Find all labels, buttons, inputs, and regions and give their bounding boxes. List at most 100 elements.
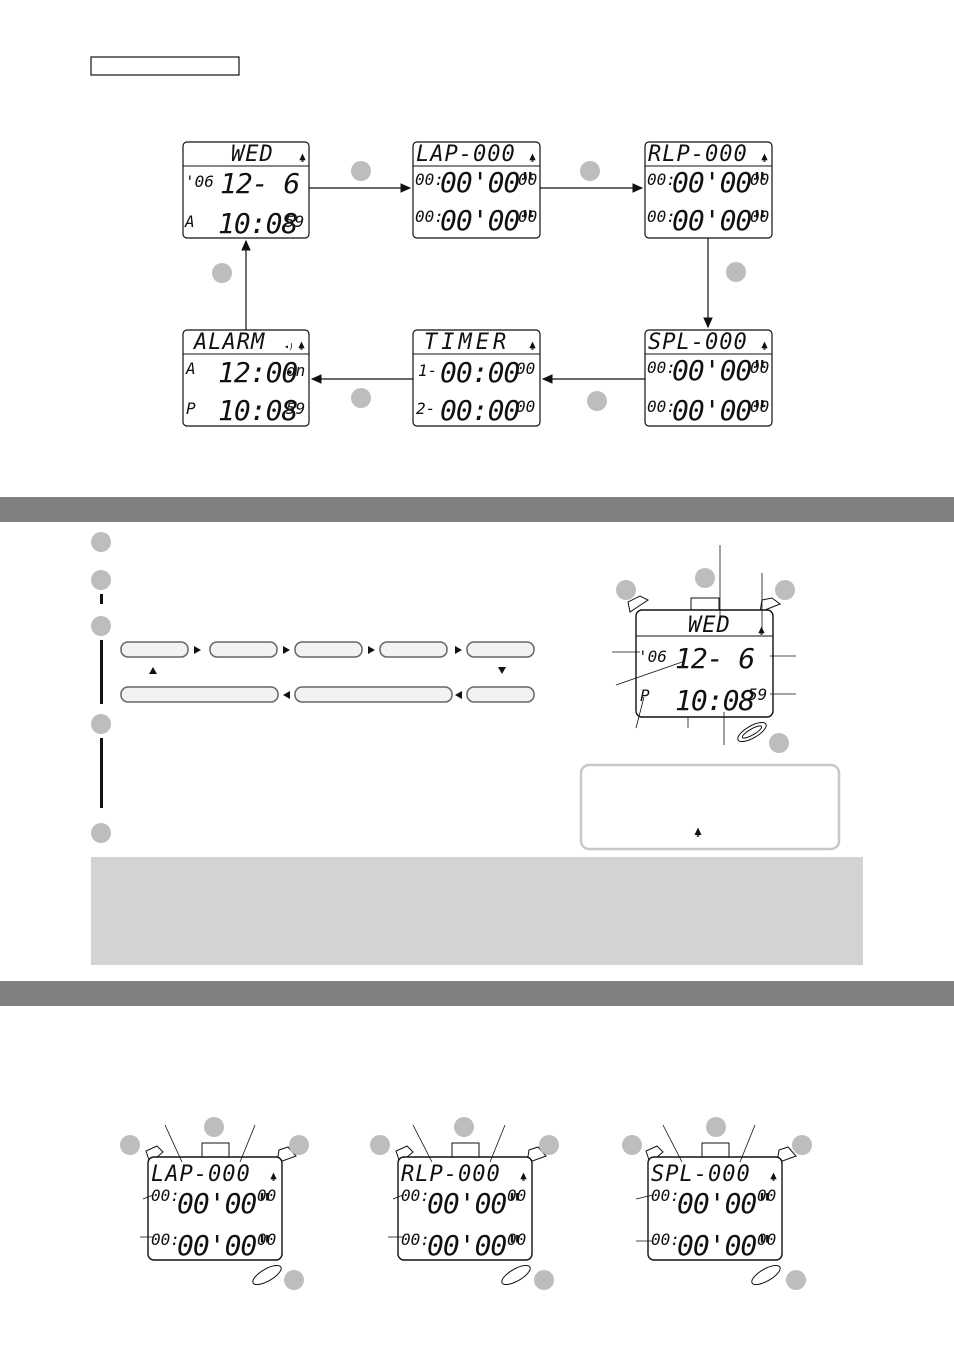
lcd-line1-left: A xyxy=(185,359,196,378)
lcd-line2-left: 00: xyxy=(647,207,676,226)
lcd-line2-right: 00 xyxy=(750,207,769,226)
step-circle xyxy=(695,568,715,588)
lcd-title: LAP-000 xyxy=(151,1162,251,1187)
step-circle xyxy=(120,1135,140,1155)
step-circle xyxy=(351,161,371,181)
step-circle xyxy=(534,1270,554,1290)
lcd-line1-left: 00: xyxy=(647,170,676,189)
step-circle xyxy=(91,714,111,734)
button-oval xyxy=(252,1264,282,1286)
lcd-line2-left: 2- xyxy=(416,399,435,418)
step-circle xyxy=(91,532,111,552)
lcd-date: 12- 6 xyxy=(675,642,754,675)
sequence-pill xyxy=(120,686,279,703)
lcd-line2-right: 00 xyxy=(750,397,769,416)
note-box xyxy=(579,763,841,851)
lcd-line1-left: '06 xyxy=(185,172,214,191)
lcd-line2-main: 00'00" xyxy=(672,204,767,237)
header-box xyxy=(90,56,240,76)
lcd-screen-lap: LAP-000 00: 00'00" 00 00: 00'00" 00 xyxy=(412,141,541,239)
lcd-line1-main: 12- 6 xyxy=(220,167,299,200)
lcd-line1-right: 00 xyxy=(257,1186,276,1205)
lcd-title: ALARM xyxy=(192,330,265,355)
step-circle xyxy=(622,1135,642,1155)
sequence-pill xyxy=(294,686,453,703)
watch-lap: LAP-000 00: 00'00" 00 00: 00'00" 00 xyxy=(120,1117,309,1290)
step-circle xyxy=(289,1135,309,1155)
section-header-bar xyxy=(0,981,954,1006)
lcd-line1-main: 00'00" xyxy=(672,354,767,387)
watch-rlp: RLP-000 00: 00'00" 00 00: 00'00" 00 xyxy=(370,1117,559,1290)
lcd-line2-right: 00 xyxy=(757,1230,776,1249)
lcd-line1-main: 00'00" xyxy=(672,166,767,199)
step-circle xyxy=(580,161,600,181)
lcd-title: RLP-000 xyxy=(401,1162,501,1187)
step-circle xyxy=(91,616,111,636)
lcd-line2-main: 00:00 xyxy=(440,394,519,427)
lcd-line2-right: 59 xyxy=(286,399,305,418)
step-circle xyxy=(212,263,232,283)
lcd-line1-left: 00: xyxy=(151,1186,180,1205)
lcd-screen-time: WED '06 12- 6 A 10:08 59 xyxy=(182,141,310,240)
lcd-screen-rlp: RLP-000 00: 00'00" 00 00: 00'00" 00 xyxy=(644,141,773,239)
button-oval xyxy=(737,721,767,743)
lcd-line1-left: 1- xyxy=(418,361,437,380)
lcd-screen-spl: SPL-000 00: 00'00" 00 00: 00'00" 00 xyxy=(644,329,773,427)
lcd-line1-left: 00: xyxy=(415,170,444,189)
lcd-line1-left: 00: xyxy=(651,1186,680,1205)
step-connector xyxy=(100,594,103,604)
step-circle xyxy=(587,391,607,411)
lcd-line1-right: 00 xyxy=(518,170,537,189)
step-circle xyxy=(786,1270,806,1290)
setting-sequence xyxy=(120,641,535,703)
sequence-pill xyxy=(209,641,278,658)
lcd-line2-right: 59 xyxy=(285,212,304,231)
lcd-line1-main: 12:00 xyxy=(218,356,297,389)
lcd-line2-left: 00: xyxy=(401,1230,430,1249)
lcd-title: TIMER xyxy=(424,330,510,355)
lcd-line1-left: 00: xyxy=(401,1186,430,1205)
lcd-time: 10:08 xyxy=(675,684,754,717)
step-markers xyxy=(212,161,746,411)
step-circle xyxy=(454,1117,474,1137)
lcd-line2-right: 00 xyxy=(257,1230,276,1249)
button-oval xyxy=(501,1264,531,1286)
lcd-line1-main: 00'00" xyxy=(677,1187,772,1220)
lcd-line1-main: 00'00" xyxy=(177,1187,272,1220)
lcd-line2-main: 00'00" xyxy=(427,1229,522,1262)
step-circle xyxy=(539,1135,559,1155)
step-connector xyxy=(100,738,103,808)
lcd-line2-main: 10:08 xyxy=(218,207,297,240)
sequence-pill xyxy=(379,641,448,658)
lcd-title: SPL-000 xyxy=(651,1162,751,1187)
lcd-line2-right: 00 xyxy=(518,207,537,226)
lcd-ampm: P xyxy=(640,686,650,705)
lcd-line2-left: 00: xyxy=(647,397,676,416)
step-circle xyxy=(351,388,371,408)
lcd-line2-left: A xyxy=(184,212,195,231)
watch-time-display: WED '06 12- 6 P 10:08 59 xyxy=(612,545,796,753)
mode-flow-diagram: WED '06 12- 6 A 10:08 59 LAP-000 00: 00'… xyxy=(182,141,773,427)
step-circle xyxy=(792,1135,812,1155)
step-circle xyxy=(370,1135,390,1155)
lcd-seconds: 59 xyxy=(748,685,767,704)
step-circle xyxy=(284,1270,304,1290)
lcd-title: RLP-000 xyxy=(648,142,748,167)
lcd-line2-main: 10:08 xyxy=(218,394,297,427)
lcd-line1-right: 00 xyxy=(750,170,769,189)
lcd-year: '06 xyxy=(638,647,667,666)
step-circle xyxy=(204,1117,224,1137)
lcd-line1-main: 00'00" xyxy=(440,166,535,199)
lcd-line1-main: 00:00 xyxy=(440,356,519,389)
step-circle xyxy=(726,262,746,282)
lcd-line1-right: on xyxy=(286,361,305,380)
lcd-line1-right: 00 xyxy=(757,1186,776,1205)
lcd-line1-left: 00: xyxy=(647,358,676,377)
sequence-pill xyxy=(294,641,363,658)
sequence-pill xyxy=(466,641,535,658)
lcd-title: LAP-000 xyxy=(416,142,516,167)
sequence-pill xyxy=(466,686,535,703)
lcd-line1-right: 00 xyxy=(516,359,535,378)
lcd-line2-main: 00'00" xyxy=(672,394,767,427)
